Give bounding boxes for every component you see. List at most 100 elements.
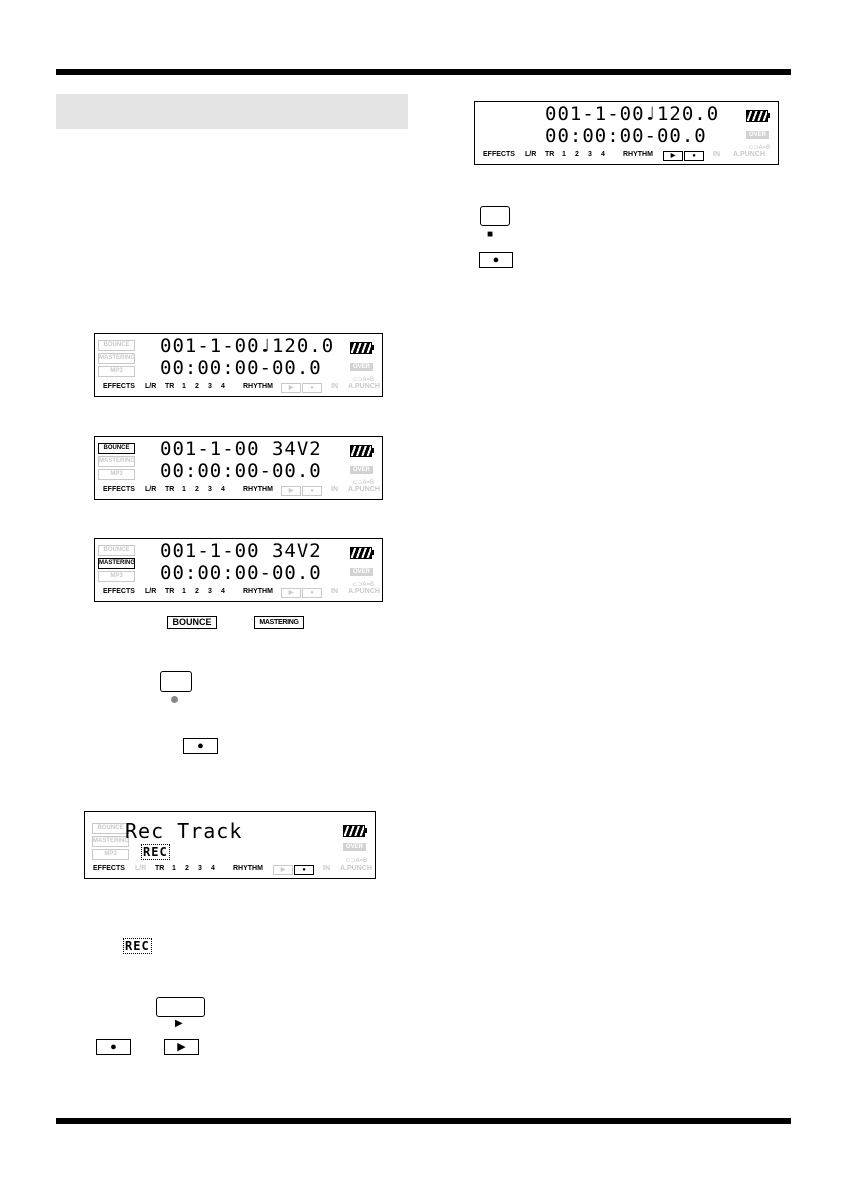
in-label: IN (331, 588, 338, 595)
indicator-led-icon (171, 696, 178, 703)
lcd-mode-tags: BOUNCE MASTERING MP3 (98, 340, 135, 379)
record-indicator-icon: ● (294, 865, 314, 875)
section-heading-bar (56, 94, 408, 129)
mastering-tag: MASTERING (92, 836, 129, 847)
effects-label: EFFECTS (103, 383, 135, 390)
lcd-bottom-row: EFFECTS L/R TR 1 2 3 4 RHYTHM ▶ ● IN A.P… (98, 383, 380, 393)
rhythm-label: RHYTHM (243, 486, 273, 493)
lcd-line-2: 00:00:00-00.0 (160, 357, 322, 379)
lcd-line-2: 00:00:00-00.0 (160, 460, 322, 482)
in-label: IN (713, 151, 720, 158)
in-label: IN (331, 383, 338, 390)
rhythm-label: RHYTHM (243, 588, 273, 595)
bottom-rule (56, 1118, 791, 1124)
inline-bounce-tag: BOUNCE (167, 616, 217, 629)
rec-mode-button[interactable] (160, 671, 192, 692)
battery-icon (350, 445, 374, 457)
lcd-mode-tags: BOUNCE MASTERING MP3 (92, 823, 129, 862)
play-key-button[interactable]: ▶ (164, 1039, 199, 1055)
track-1-label: 1 (182, 486, 186, 493)
track-4-label: 4 (221, 486, 225, 493)
rhythm-label: RHYTHM (243, 383, 273, 390)
record-indicator-icon: ● (684, 151, 704, 161)
stop-button[interactable] (480, 206, 510, 226)
lcd-display-d: BOUNCE MASTERING MP3 001-1-00 34V2 00:00… (94, 538, 383, 602)
play-button[interactable] (156, 997, 205, 1017)
track-1-label: 1 (172, 865, 176, 872)
tr-label: TR (165, 486, 175, 493)
lcd-bottom-row: EFFECTS L/R TR 1 2 3 4 RHYTHM ▶ ● IN A.P… (478, 151, 775, 161)
over-indicator: OVER (350, 363, 373, 371)
mp3-tag: MP3 (98, 571, 135, 582)
lcd-line-1: 001-1-00 34V2 (160, 540, 322, 562)
lcd-mode-tags: BOUNCE MASTERING MP3 (98, 545, 135, 584)
mastering-tag: MASTERING (98, 456, 135, 467)
record-indicator-icon: ● (302, 486, 322, 496)
play-icon: ▶ (175, 1018, 183, 1029)
lcd-bottom-row: EFFECTS L/R TR 1 2 3 4 RHYTHM ▶ ● IN A.P… (98, 588, 380, 598)
stop-icon: ■ (487, 229, 494, 240)
track-2-label: 2 (195, 588, 199, 595)
lcd-bottom-row: EFFECTS L/R TR 1 2 3 4 RHYTHM ▶ ● IN A.P… (98, 486, 380, 496)
play-indicator-icon: ▶ (273, 865, 293, 875)
effects-label: EFFECTS (103, 588, 135, 595)
track-1-label: 1 (182, 588, 186, 595)
track-3-label: 3 (588, 151, 592, 158)
mp3-tag: MP3 (98, 366, 135, 377)
track-3-label: 3 (198, 865, 202, 872)
play-indicator-icon: ▶ (281, 383, 301, 393)
record-button[interactable]: ● (96, 1039, 131, 1055)
rec-track-title: Rec Track (125, 819, 243, 843)
track-2-label: 2 (195, 383, 199, 390)
battery-icon (343, 825, 367, 837)
track-3-label: 3 (208, 486, 212, 493)
mp3-tag: MP3 (92, 849, 129, 860)
mastering-tag: MASTERING (98, 353, 135, 364)
top-rule (56, 69, 791, 75)
tr-label: TR (165, 383, 175, 390)
over-indicator: OVER (350, 568, 373, 576)
lcd-bottom-row: EFFECTS L/R TR 1 2 3 4 RHYTHM ▶ ● IN A.P… (88, 865, 372, 875)
track-4-label: 4 (601, 151, 605, 158)
lcd-mode-tags: BOUNCE MASTERING MP3 (98, 443, 135, 482)
track-2-label: 2 (195, 486, 199, 493)
over-indicator: OVER (746, 131, 769, 139)
play-indicator-icon: ▶ (663, 151, 683, 161)
track-4-label: 4 (211, 865, 215, 872)
effects-label: EFFECTS (93, 865, 125, 872)
lr-label: L/R (145, 486, 157, 493)
over-indicator: OVER (350, 466, 373, 474)
apunch-label: A.PUNCH (348, 486, 380, 493)
lcd-line-1: 001-1-00♩120.0 (160, 335, 335, 357)
in-label: IN (323, 865, 330, 872)
record-indicator-icon: ● (302, 383, 322, 393)
bounce-tag: BOUNCE (98, 545, 135, 556)
play-indicator-icon: ▶ (281, 588, 301, 598)
lcd-line-2: 00:00:00-00.0 (160, 562, 322, 584)
track-4-label: 4 (221, 588, 225, 595)
ab-repeat-indicator: ⊂⊃A=B (345, 858, 367, 864)
rec-indicator: REC (141, 844, 170, 860)
play-indicator-icon: ▶ (281, 486, 301, 496)
track-2-label: 2 (575, 151, 579, 158)
track-2-label: 2 (185, 865, 189, 872)
lcd-line-1: 001-1-00♩120.0 (545, 103, 720, 125)
bounce-tag: BOUNCE (98, 340, 135, 351)
lcd-display-c: BOUNCE MASTERING MP3 001-1-00 34V2 00:00… (94, 436, 383, 500)
record-button[interactable]: ● (479, 252, 513, 268)
lcd-line-1: 001-1-00 34V2 (160, 438, 322, 460)
apunch-label: A.PUNCH (348, 383, 380, 390)
rhythm-label: RHYTHM (233, 865, 263, 872)
rhythm-label: RHYTHM (623, 151, 653, 158)
lr-label: L/R (135, 865, 147, 872)
bounce-tag: BOUNCE (92, 823, 129, 834)
battery-icon (746, 110, 770, 122)
record-indicator-icon: ● (302, 588, 322, 598)
effects-label: EFFECTS (103, 486, 135, 493)
track-4-label: 4 (221, 383, 225, 390)
bounce-tag: BOUNCE (98, 443, 135, 454)
apunch-label: A.PUNCH (348, 588, 380, 595)
mastering-tag: MASTERING (98, 558, 135, 569)
track-3-label: 3 (208, 588, 212, 595)
record-button[interactable]: ● (183, 738, 218, 754)
